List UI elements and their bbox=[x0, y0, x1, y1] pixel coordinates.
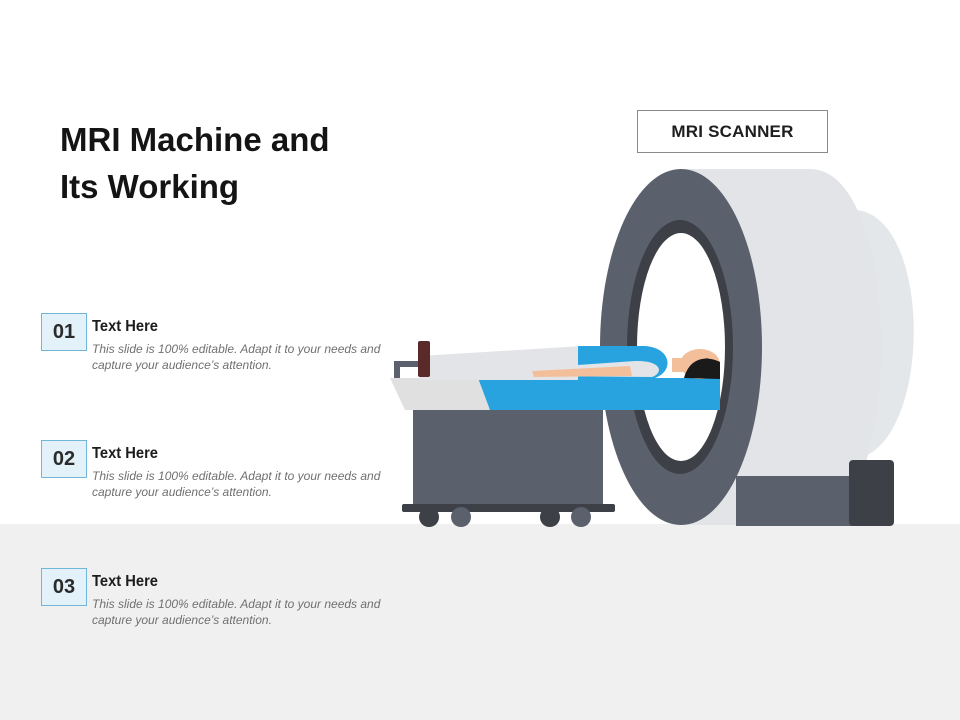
page-title: MRI Machine and Its Working bbox=[60, 116, 420, 210]
patient-figure bbox=[418, 341, 720, 380]
step-number-badge: 02 bbox=[41, 440, 87, 478]
title-line-1: MRI Machine and bbox=[60, 121, 330, 158]
step-description: This slide is 100% editable. Adapt it to… bbox=[92, 597, 381, 627]
step-number-badge: 03 bbox=[41, 568, 87, 606]
patient-bed bbox=[390, 361, 720, 527]
step-number-badge: 01 bbox=[41, 313, 87, 351]
title-line-2: Its Working bbox=[60, 168, 240, 205]
step-heading: Text Here bbox=[92, 318, 158, 335]
floor-background bbox=[0, 524, 960, 720]
step-heading: Text Here bbox=[92, 573, 158, 590]
step-heading: Text Here bbox=[92, 445, 158, 462]
scanner-base bbox=[736, 460, 894, 526]
step-description: This slide is 100% editable. Adapt it to… bbox=[92, 342, 381, 372]
scanner-label: MRI SCANNER bbox=[637, 110, 828, 153]
step-description: This slide is 100% editable. Adapt it to… bbox=[92, 469, 381, 499]
